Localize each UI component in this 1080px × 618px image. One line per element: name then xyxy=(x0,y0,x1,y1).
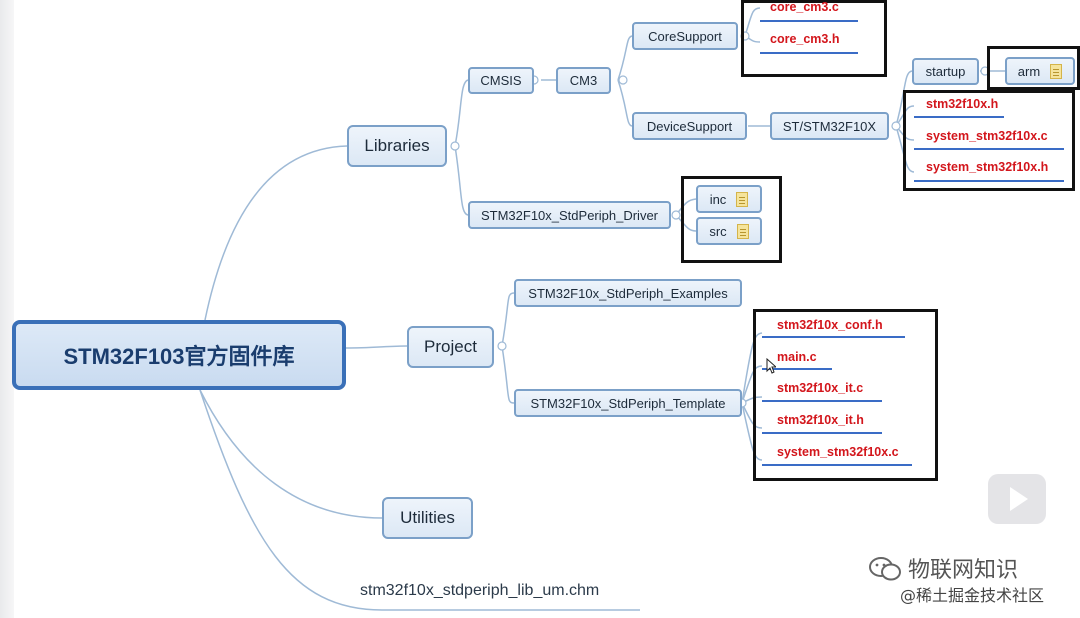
connector-root-libraries xyxy=(204,145,348,321)
examples-node[interactable]: STM32F10x_StdPeriph_Examples xyxy=(514,279,742,307)
manual-file-node[interactable]: stm32f10x_stdperiph_lib_um.chm xyxy=(360,582,599,600)
connector-project-examples xyxy=(501,292,515,347)
stm32f10x-it-c-file[interactable]: stm32f10x_it.c xyxy=(777,381,864,395)
system-stm32f10x-h-file[interactable]: system_stm32f10x.h xyxy=(926,160,1049,174)
highlight-box-template-files xyxy=(753,309,938,481)
mouse-cursor-icon xyxy=(766,358,776,374)
watermark-subtitle: @稀土掘金技术社区 xyxy=(900,586,1045,605)
connector-st-startup xyxy=(895,70,913,127)
system-stm32f10x-c-file-2[interactable]: system_stm32f10x.c xyxy=(777,445,899,459)
connector-template-system xyxy=(741,402,763,461)
cmsis-node[interactable]: CMSIS xyxy=(468,67,534,94)
cmsis-label: CMSIS xyxy=(480,73,522,88)
connector-cm3-coresupport xyxy=(617,35,633,81)
stm32f10x-it-h-file[interactable]: stm32f10x_it.h xyxy=(777,413,864,427)
connector-root-manual xyxy=(199,389,640,611)
watermark-title: 物联网知识 xyxy=(908,558,1019,583)
connector-template-main xyxy=(741,365,763,404)
connector-project-template xyxy=(501,345,515,404)
underline xyxy=(762,400,882,402)
connector-template-ith xyxy=(741,402,763,429)
coresupport-label: CoreSupport xyxy=(648,28,722,44)
project-node[interactable]: Project xyxy=(407,326,494,368)
inc-node[interactable]: inc xyxy=(696,185,762,213)
cm3-label: CM3 xyxy=(569,73,598,88)
system-stm32f10x-c-file[interactable]: system_stm32f10x.c xyxy=(926,129,1048,143)
connector-libraries-driver xyxy=(454,145,469,216)
utilities-label: Utilities xyxy=(400,508,455,527)
underline xyxy=(914,116,1004,118)
st-folder-label: ST/STM32F10X xyxy=(782,118,877,134)
coresupport-node[interactable]: CoreSupport xyxy=(632,22,738,50)
highlight-box-arm xyxy=(987,46,1080,90)
root-label: STM32F103官方固件库 xyxy=(63,344,295,369)
stm32f10x-conf-h-file[interactable]: stm32f10x_conf.h xyxy=(777,318,883,332)
underline xyxy=(762,368,832,370)
startup-label: startup xyxy=(925,64,966,79)
main-c-file[interactable]: main.c xyxy=(777,350,817,364)
src-node[interactable]: src xyxy=(696,217,762,245)
core-cm3-h-file[interactable]: core_cm3.h xyxy=(770,32,840,46)
underline xyxy=(762,336,905,338)
st-folder-node[interactable]: ST/STM32F10X xyxy=(770,112,889,140)
template-node[interactable]: STM32F10x_StdPeriph_Template xyxy=(514,389,742,417)
highlight-box-core-files xyxy=(741,0,887,77)
highlight-box-device-files xyxy=(903,90,1075,191)
file-icon xyxy=(1050,63,1063,79)
highlight-box-inc-src xyxy=(681,176,782,263)
wechat-icon xyxy=(869,557,901,581)
connector-template-conf xyxy=(741,332,763,404)
connector-root-utilities xyxy=(199,389,383,519)
connector-coresupport-c xyxy=(744,7,761,37)
examples-label: STM32F10x_StdPeriph_Examples xyxy=(528,285,728,301)
root-node[interactable]: STM32F103官方固件库 xyxy=(12,320,346,390)
file-icon xyxy=(736,191,749,207)
underline xyxy=(760,52,858,54)
libraries-node[interactable]: Libraries xyxy=(347,125,447,167)
devicesupport-label: DeviceSupport xyxy=(646,118,733,134)
window-edge xyxy=(0,0,14,618)
template-label: STM32F10x_StdPeriph_Template xyxy=(530,395,726,411)
arm-label: arm xyxy=(1017,63,1041,79)
inc-label: inc xyxy=(709,191,727,207)
connector-libraries-cmsis xyxy=(454,79,469,147)
underline xyxy=(762,464,912,466)
src-label: src xyxy=(709,223,727,239)
manual-label: stm32f10x_stdperiph_lib_um.chm xyxy=(360,582,600,599)
file-icon xyxy=(736,223,749,239)
connector-root-project xyxy=(345,345,408,349)
devicesupport-node[interactable]: DeviceSupport xyxy=(632,112,747,140)
project-label: Project xyxy=(424,337,477,356)
core-cm3-c-file[interactable]: core_cm3.c xyxy=(770,0,839,14)
play-icon[interactable] xyxy=(988,474,1046,524)
stm32f10x-h-file[interactable]: stm32f10x.h xyxy=(926,97,999,111)
underline xyxy=(760,20,858,22)
arm-node[interactable]: arm xyxy=(1005,57,1075,85)
startup-node[interactable]: startup xyxy=(912,58,979,85)
underline xyxy=(914,148,1064,150)
stdperiph-driver-label: STM32F10x_StdPeriph_Driver xyxy=(480,207,659,223)
underline xyxy=(914,180,1064,182)
libraries-label: Libraries xyxy=(364,136,430,155)
underline xyxy=(762,432,882,434)
stdperiph-driver-node[interactable]: STM32F10x_StdPeriph_Driver xyxy=(468,201,671,229)
cm3-node[interactable]: CM3 xyxy=(556,67,611,94)
connector-cm3-devicesupport xyxy=(617,79,633,127)
utilities-node[interactable]: Utilities xyxy=(382,497,473,539)
